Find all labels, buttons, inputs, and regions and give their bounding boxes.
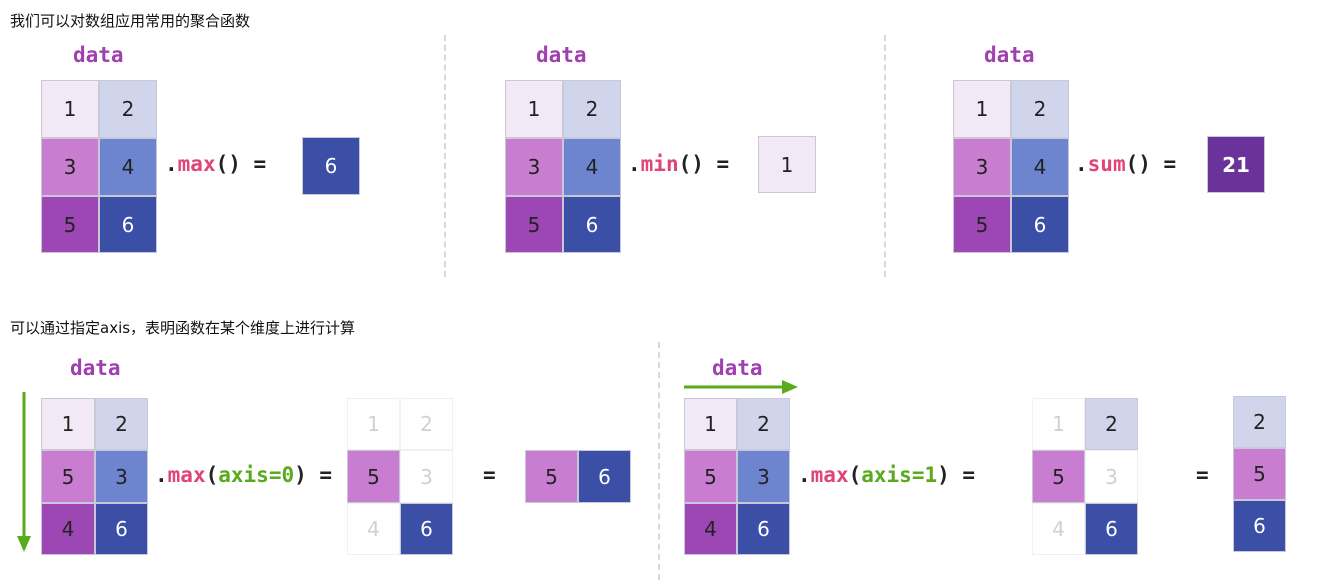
array-cell: 2	[99, 80, 157, 138]
array-cell: 1	[41, 398, 95, 450]
array-cell: 2	[563, 80, 621, 138]
max-cell: 5	[347, 450, 400, 503]
equals-sign: =	[1196, 463, 1209, 487]
max-cell: 6	[1085, 503, 1138, 555]
result-cell: 2	[1233, 396, 1286, 448]
result-cell: 6	[578, 450, 631, 503]
function-name: min	[640, 152, 679, 176]
expr-dot: .	[155, 463, 168, 487]
result-cell: 6	[302, 137, 360, 195]
array-cell: 6	[99, 196, 157, 253]
axis-argument: axis=0	[218, 463, 295, 487]
array-cell: 5	[41, 196, 99, 253]
max-cell: 2	[1085, 398, 1138, 450]
function-name: sum	[1087, 152, 1126, 176]
array-cell: 4	[99, 138, 157, 196]
array-cell: 4	[684, 503, 737, 555]
ghost-cell: 4	[347, 503, 400, 555]
result-cell: 1	[758, 136, 816, 193]
array-cell: 4	[41, 503, 95, 555]
function-name: max	[177, 152, 216, 176]
expr-dot: .	[628, 152, 641, 176]
array-cell: 4	[1011, 138, 1069, 196]
function-name: max	[167, 463, 206, 487]
ghost-cell: 1	[347, 398, 400, 450]
array-cell: 2	[737, 398, 790, 450]
array-cell: 1	[41, 80, 99, 138]
max-cell: 6	[400, 503, 453, 555]
array-cell: 6	[1011, 196, 1069, 253]
array-title: data	[536, 43, 587, 67]
result-cell: 21	[1207, 136, 1265, 193]
array-cell: 3	[95, 450, 148, 503]
array-cell: 1	[684, 398, 737, 450]
caption-axis: 可以通过指定axis，表明函数在某个维度上进行计算	[10, 319, 356, 337]
array-cell: 6	[563, 196, 621, 253]
array-cell: 3	[41, 138, 99, 196]
max-axis1-expression: .max(axis=1) =	[798, 463, 975, 487]
array-cell: 3	[953, 138, 1011, 196]
axis-0-arrow-icon	[17, 392, 31, 552]
array-cell: 5	[684, 450, 737, 503]
equals-sign: =	[483, 463, 496, 487]
sum-expression: .sum() =	[1075, 152, 1176, 176]
array-title: data	[984, 43, 1035, 67]
expr-close: ) =	[294, 463, 333, 487]
array-cell: 1	[953, 80, 1011, 138]
max-cell: 5	[1032, 450, 1085, 503]
ghost-cell: 1	[1032, 398, 1085, 450]
expr-close: ) =	[937, 463, 976, 487]
result-cell: 6	[1233, 500, 1286, 552]
expr-open: (	[848, 463, 862, 487]
array-cell: 2	[1011, 80, 1069, 138]
array-title: data	[70, 356, 121, 380]
axis-1-arrow-icon	[684, 380, 798, 394]
array-cell: 3	[737, 450, 790, 503]
ghost-cell: 2	[400, 398, 453, 450]
expr-dot: .	[165, 152, 178, 176]
result-cell: 5	[525, 450, 578, 503]
max-expression: .max() =	[165, 152, 266, 176]
ghost-cell: 4	[1032, 503, 1085, 555]
array-cell: 1	[505, 80, 563, 138]
array-cell: 5	[41, 450, 95, 503]
array-cell: 2	[95, 398, 148, 450]
array-cell: 3	[505, 138, 563, 196]
ghost-cell: 3	[400, 450, 453, 503]
expr-dot: .	[798, 463, 811, 487]
array-cell: 4	[563, 138, 621, 196]
array-title: data	[73, 43, 124, 67]
caption-aggregate: 我们可以对数组应用常用的聚合函数	[10, 12, 251, 30]
expr-tail: () =	[678, 152, 730, 176]
array-title: data	[712, 356, 763, 380]
result-cell: 5	[1233, 448, 1286, 500]
min-expression: .min() =	[628, 152, 729, 176]
array-cell: 5	[505, 196, 563, 253]
axis-argument: axis=1	[861, 463, 938, 487]
expr-open: (	[205, 463, 219, 487]
divider-3	[658, 342, 660, 580]
array-cell: 6	[95, 503, 148, 555]
array-cell: 6	[737, 503, 790, 555]
divider-2	[884, 35, 886, 277]
divider-1	[444, 35, 446, 277]
max-axis0-expression: .max(axis=0) =	[155, 463, 332, 487]
expr-tail: () =	[1125, 152, 1177, 176]
expr-tail: () =	[215, 152, 267, 176]
function-name: max	[810, 463, 849, 487]
array-cell: 5	[953, 196, 1011, 253]
ghost-cell: 3	[1085, 450, 1138, 503]
expr-dot: .	[1075, 152, 1088, 176]
